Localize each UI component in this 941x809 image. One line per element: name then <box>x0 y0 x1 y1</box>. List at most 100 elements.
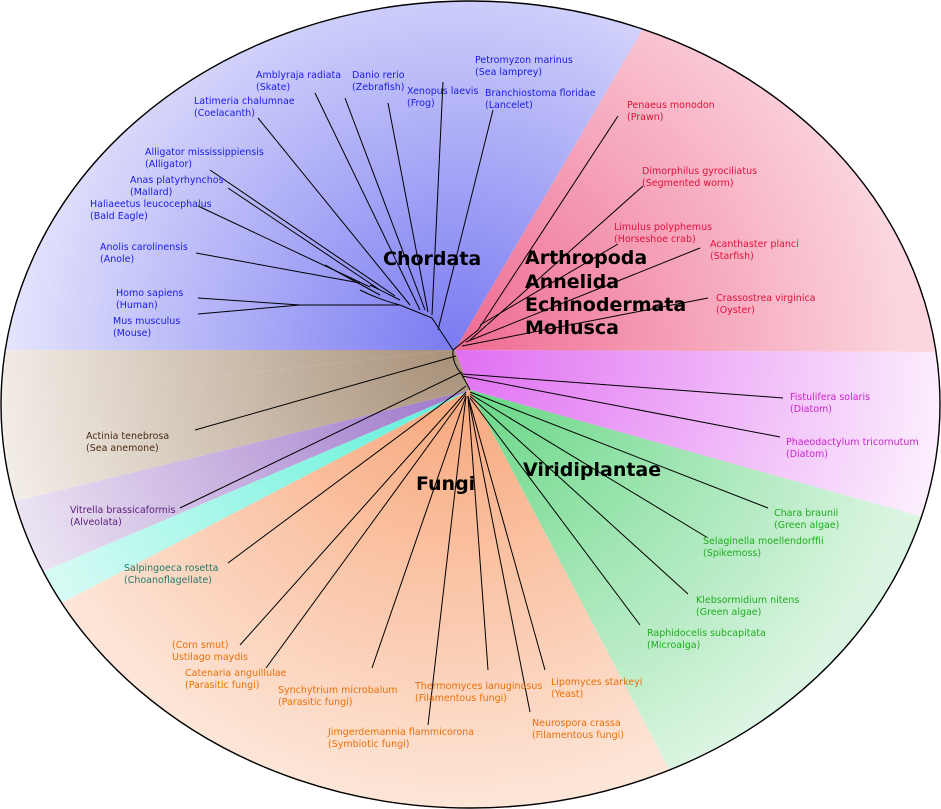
sector-cnidaria <box>1 350 470 505</box>
species-common: (Human) <box>116 300 158 311</box>
species-name: Anolis carolinensis <box>100 242 188 253</box>
label-alligator: Alligator mississippiensis (Alligator) <box>145 147 264 170</box>
branch-mouse <box>197 304 301 315</box>
branch-anemone <box>194 355 457 431</box>
label-anemone: Actinia tenebrosa (Sea anemone) <box>86 431 169 454</box>
species-name: Jimgerdemannia flammicorona <box>327 727 474 738</box>
species-common: (Symbiotic fungi) <box>328 739 409 750</box>
branch-oyster <box>461 297 709 347</box>
label-thermomyces: Thermomyces lanuginosus (Filamentous fun… <box>414 681 542 704</box>
branch-coelacanth <box>257 117 411 306</box>
label-diatom1: Fistulifera solaris (Diatom) <box>790 392 870 415</box>
label-neurospora: Neurospora crassa (Filamentous fungi) <box>532 718 624 741</box>
branch-starfish <box>465 247 701 343</box>
species-common: (Diatom) <box>786 449 828 460</box>
species-name: Chara braunii <box>774 508 838 519</box>
species-name: Petromyzon marinus <box>475 55 573 66</box>
species-name: Phaeodactylum tricornutum <box>786 437 919 448</box>
label-eagle: Haliaeetus leucocephalus (Bald Eagle) <box>90 199 212 222</box>
species-common: (Yeast) <box>551 689 583 700</box>
label-diatom2: Phaeodactylum tricornutum (Diatom) <box>786 437 919 460</box>
species-common: (Starfish) <box>710 251 754 262</box>
species-name: Anas platyrhynchos <box>130 175 224 186</box>
species-name: Branchiostoma floridae <box>485 88 596 99</box>
label-prawn: Penaeus monodon (Prawn) <box>627 100 715 123</box>
species-common: (Skate) <box>256 82 290 93</box>
branch-jimgerdemannia <box>427 395 467 726</box>
species-name: Dimorphilus gyrociliatus <box>642 166 757 177</box>
label-crab: Limulus polyphemus (Horseshoe crab) <box>614 222 712 245</box>
species-name: Raphidocelis subcapitata <box>647 628 766 639</box>
clade-arthropoda: Arthropoda <box>525 247 647 269</box>
clade-mollusca: Mollusca <box>525 317 619 339</box>
species-name: Salpingoeca rosetta <box>124 563 219 574</box>
species-common: (Horseshoe crab) <box>614 234 696 245</box>
species-name: Ustilago maydis <box>172 652 248 663</box>
branch-zebrafish <box>344 97 426 311</box>
branch-vitrella <box>179 371 463 509</box>
species-common: (Sea anemone) <box>86 443 159 454</box>
species-name: Haliaeetus leucocephalus <box>90 199 212 210</box>
branch-eagle <box>197 205 371 288</box>
species-common: (Lancelet) <box>485 100 533 111</box>
sector-alveolata <box>1 390 470 590</box>
species-common: (Segmented worm) <box>642 178 734 189</box>
label-raphidocelis: Raphidocelis subcapitata (Microalga) <box>647 628 766 651</box>
label-worm: Dimorphilus gyrociliatus (Segmented worm… <box>642 166 757 189</box>
species-common: (Alveolata) <box>70 517 122 528</box>
species-name: Fistulifera solaris <box>790 392 870 403</box>
species-name: Vitrella brassicaformis <box>70 505 175 516</box>
species-common: (Coelacanth) <box>194 108 255 119</box>
branch-raphidocelis <box>469 397 641 626</box>
branch-human <box>197 297 301 306</box>
species-common: (Green algae) <box>696 607 761 618</box>
label-coelacanth: Latimeria chalumnae (Coelacanth) <box>194 96 295 119</box>
species-common: (Corn smut) <box>172 640 229 651</box>
species-name: Synchytrium microbalum <box>278 685 398 696</box>
species-common: (Bald Eagle) <box>90 211 148 222</box>
species-name: Latimeria chalumnae <box>194 96 295 107</box>
species-common: (Mallard) <box>130 187 172 198</box>
label-chara: Chara braunii (Green algae) <box>774 508 839 531</box>
label-lamprey: Petromyzon marinus (Sea lamprey) <box>475 55 573 78</box>
clade-chordata: Chordata <box>383 248 481 270</box>
branch-ustilago <box>239 391 467 646</box>
label-catenaria: Catenaria anguillulae (Parasitic fungi) <box>185 668 287 691</box>
branch-lipomyces <box>467 395 546 671</box>
species-name: Danio rerio <box>352 70 405 81</box>
label-oyster: Crassostrea virginica (Oyster) <box>716 293 816 316</box>
species-name: Thermomyces lanuginosus <box>414 681 542 692</box>
species-common: (Filamentous fungi) <box>532 730 624 741</box>
branch-anole <box>195 252 361 284</box>
species-common: (Spikemoss) <box>703 548 761 559</box>
branch-diatom1 <box>461 373 784 399</box>
species-labels: Amblyraja radiata (Skate) Danio rerio (Z… <box>70 55 919 750</box>
species-name: Klebsormidium nitens <box>696 595 799 606</box>
species-name: Actinia tenebrosa <box>86 431 169 442</box>
species-name: Acanthaster planci <box>710 239 799 250</box>
sector-cnidaria-top <box>1 350 455 400</box>
clade-viridiplantae: Viridiplantae <box>523 459 661 481</box>
label-selaginella: Selaginella moellendorffii (Spikemoss) <box>703 536 824 559</box>
branch-mallard <box>227 187 381 291</box>
label-lancelet: Branchiostoma floridae (Lancelet) <box>485 88 596 111</box>
species-common: (Green algae) <box>774 520 839 531</box>
invert-stem <box>452 329 479 351</box>
branch-chara <box>469 391 769 509</box>
label-jimgerdemannia: Jimgerdemannia flammicorona (Symbiotic f… <box>327 727 474 750</box>
species-name: Xenopus laevis <box>407 86 478 97</box>
species-common: (Mouse) <box>113 328 151 339</box>
branch-selaginella <box>469 393 709 539</box>
species-common: (Choanoflagellate) <box>124 575 212 586</box>
branch-frog <box>387 102 429 313</box>
species-name: Penaeus monodon <box>627 100 715 111</box>
branches <box>179 81 784 726</box>
branch-thermomyces <box>467 395 489 671</box>
species-common: (Parasitic fungi) <box>278 697 353 708</box>
species-name: Mus musculus <box>113 316 180 327</box>
branch-lamprey <box>431 81 444 316</box>
label-ustilago: (Corn smut) Ustilago maydis <box>172 640 248 663</box>
clade-annelida: Annelida <box>525 271 619 293</box>
label-frog: Xenopus laevis (Frog) <box>407 86 478 109</box>
clade-fungi: Fungi <box>416 473 475 495</box>
